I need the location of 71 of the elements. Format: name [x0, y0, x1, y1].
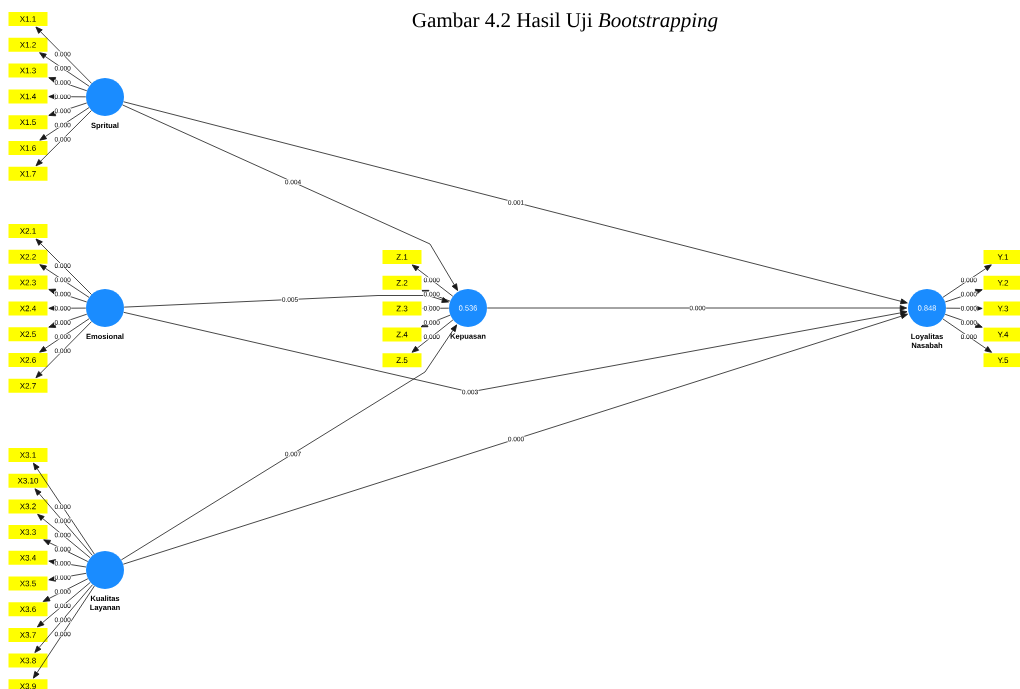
arrow	[48, 77, 88, 92]
indicator-box: X1.6	[8, 141, 48, 155]
arrow	[35, 321, 92, 379]
indicator-box: Z.1	[382, 250, 422, 264]
arrow	[43, 539, 89, 562]
indicator-box: X2.4	[8, 301, 48, 316]
indicator-box: X3.9	[8, 679, 48, 689]
indicator-box: X2.2	[8, 249, 48, 264]
indicator-box: Y.4	[983, 327, 1020, 342]
indicator-box: X3.3	[8, 525, 48, 540]
arrow	[39, 318, 90, 353]
indicator-box: X3.8	[8, 653, 48, 668]
arrow	[34, 584, 93, 653]
arrow	[37, 582, 91, 628]
indicator-box: X1.7	[8, 166, 48, 181]
arrow	[122, 313, 909, 565]
arrow	[35, 26, 92, 84]
indicator-box: X3.6	[8, 602, 48, 617]
indicator-box: X1.3	[8, 63, 48, 78]
arrow	[123, 101, 908, 305]
arrow	[486, 305, 908, 311]
arrow	[122, 104, 458, 291]
arrow	[42, 578, 89, 602]
indicator-box: Z.4	[382, 327, 422, 342]
indicator-box: X2.3	[8, 275, 48, 290]
arrow	[48, 305, 87, 312]
indicator-box: Z.3	[382, 301, 422, 316]
arrow	[944, 313, 983, 328]
arrow	[34, 488, 93, 556]
indicator-box: X1.5	[8, 115, 48, 130]
indicator-box: X3.7	[8, 627, 48, 642]
indicator-box: Y.1	[983, 250, 1020, 264]
arrow	[123, 295, 449, 308]
arrow	[48, 288, 88, 303]
arrow	[942, 264, 992, 298]
indicator-box: Z.5	[382, 353, 422, 368]
indicator-box: X3.5	[8, 576, 48, 591]
arrow	[48, 572, 87, 582]
arrow	[39, 107, 90, 141]
arrow	[39, 264, 90, 298]
indicator-box: X2.7	[8, 378, 48, 393]
indicator-box: X1.1	[8, 12, 48, 26]
arrow	[33, 585, 95, 679]
indicator-box: Z.2	[382, 275, 422, 290]
indicator-box: X3.10	[8, 473, 48, 488]
indicator-box: Y.3	[983, 301, 1020, 316]
arrow	[37, 513, 91, 559]
arrow	[120, 324, 458, 561]
arrow	[123, 309, 908, 393]
arrow	[48, 313, 88, 328]
title: Gambar 4.2 Hasil Uji Bootstrapping	[412, 12, 718, 32]
arrow	[48, 102, 88, 117]
arrow	[35, 238, 92, 295]
arrow	[48, 93, 87, 100]
indicator-box: X2.5	[8, 327, 48, 342]
arrow	[35, 110, 92, 167]
arrow	[411, 264, 454, 297]
indicator-box: Y.5	[983, 353, 1020, 368]
arrow	[39, 52, 90, 87]
arrow	[411, 319, 454, 353]
indicator-box: X1.4	[8, 89, 48, 104]
indicator-box: X2.1	[8, 224, 48, 238]
indicator-box: Y.2	[983, 275, 1020, 290]
arrow	[33, 462, 95, 555]
indicator-box: X2.6	[8, 353, 48, 367]
indicator-box: X3.2	[8, 499, 48, 514]
indicator-box: X1.2	[8, 37, 48, 52]
indicator-box: X3.4	[8, 550, 48, 565]
indicator-box: X3.1	[8, 448, 48, 462]
arrow	[944, 288, 983, 303]
arrow	[942, 318, 992, 353]
